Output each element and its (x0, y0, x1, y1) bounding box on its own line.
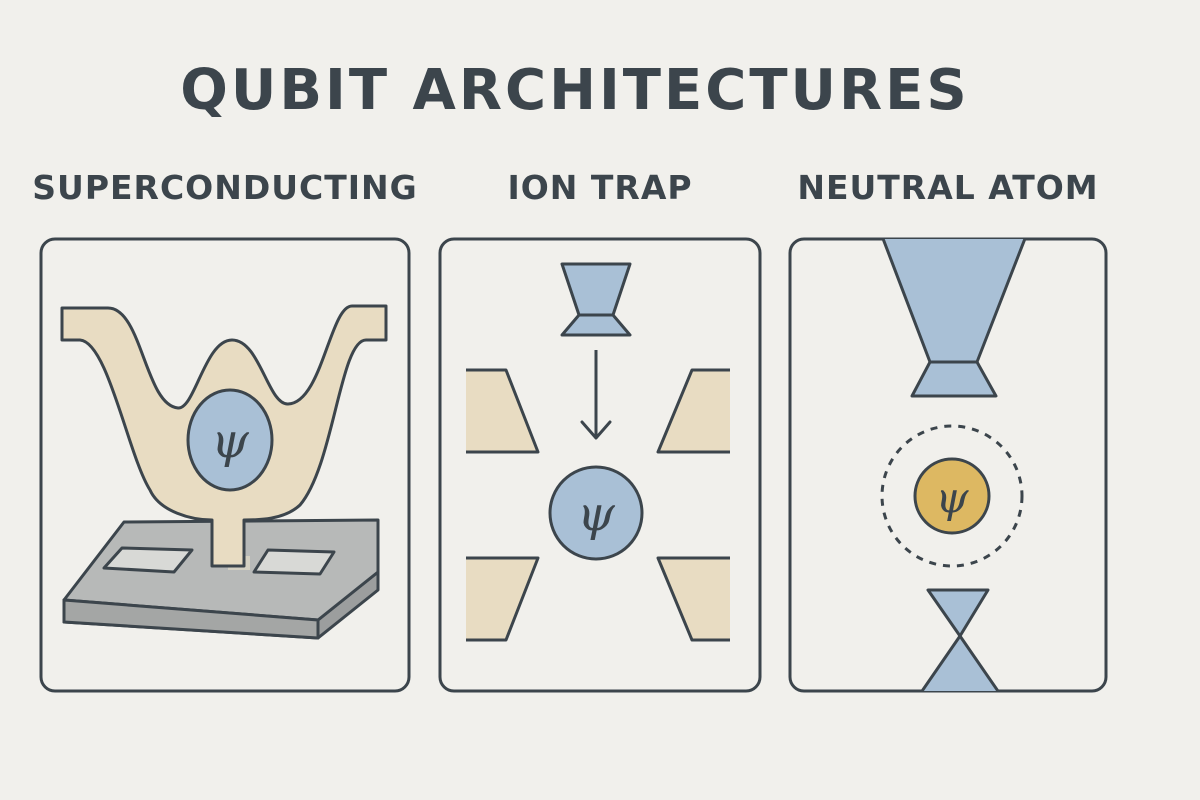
superconducting-panel: ψ (39, 237, 411, 693)
optical-beam-bottom-lower (918, 634, 1002, 691)
neutral-atom-panel: ψ (788, 237, 1108, 693)
right-pad (252, 548, 336, 576)
electrode-bottom-left (466, 556, 540, 642)
ion-trap-panel: ψ (438, 237, 762, 693)
laser-source-bottom (560, 313, 632, 337)
optical-trap-dashed-ring (880, 424, 1024, 568)
superconducting-psi-symbol: ψ (211, 413, 250, 469)
left-pad (102, 546, 194, 574)
superconducting-label: SUPERCONDUCTING (32, 168, 418, 207)
ion-psi-circle (548, 465, 644, 561)
chip-substrate (62, 518, 380, 640)
optical-beam-bottom (926, 588, 990, 638)
electrode-top-left (466, 368, 540, 454)
ion-trap-psi-symbol: ψ (577, 486, 616, 542)
neutral-atom-psi-symbol: ψ (936, 473, 970, 522)
ion-trap-label: ION TRAP (507, 168, 693, 207)
laser-arrow-head (580, 420, 612, 440)
electrode-top-right (656, 368, 730, 454)
neutral-atom-label: NEUTRAL ATOM (797, 168, 1099, 207)
electrode-bottom-right (656, 556, 730, 642)
superconducting-psi-ellipse (186, 388, 274, 492)
page-title: QUBIT ARCHITECTURES (180, 58, 970, 123)
optical-beam-top-focus (910, 360, 998, 398)
atom-psi-circle (913, 457, 991, 535)
